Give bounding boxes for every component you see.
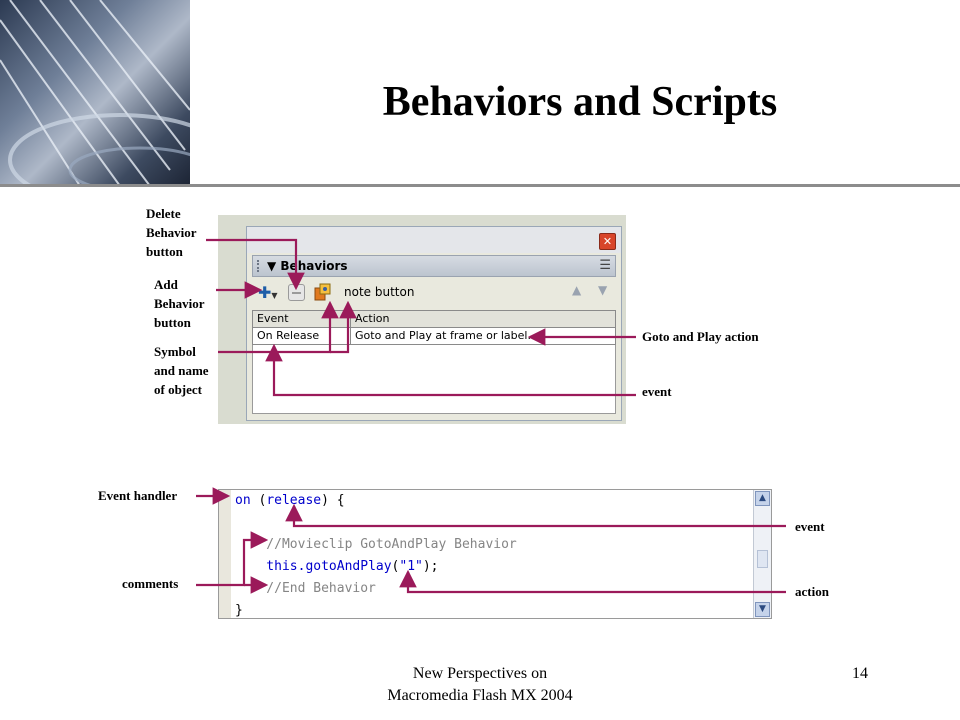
label-comments: comments [122,576,179,591]
label-event-top: event [642,384,672,399]
panel-window-bar: ✕ [247,227,621,253]
label-event-handler: Event handler [98,488,178,503]
label-add-behavior-button: Add Behavior button [154,277,205,330]
scroll-down-icon[interactable]: ▼ [755,602,770,617]
slide-title: Behaviors and Scripts [382,79,778,125]
scroll-up-icon[interactable]: ▲ [755,491,770,506]
header-photo [0,0,190,186]
code-line[interactable]: this.gotoAndPlay("1"); [235,556,517,578]
footer-line-2: Macromedia Flash MX 2004 [387,687,573,704]
footer-text: New Perspectives on Macromedia Flash MX … [330,663,630,707]
vertical-scrollbar[interactable]: ▲ ▼ [753,490,771,618]
code-token: this. [235,559,306,574]
code-token: //Movieclip GotoAndPlay Behavior [235,537,517,552]
code-token: gotoAndPlay [305,559,392,574]
script-code[interactable]: on (release) { //Movieclip GotoAndPlay B… [235,490,517,622]
action-cell[interactable]: Goto and Play at frame or label... [350,327,616,345]
script-pane[interactable]: on (release) { //Movieclip GotoAndPlay B… [218,489,772,619]
header-rule [0,184,960,187]
code-token: ); [422,559,439,574]
label-event-bottom: event [795,519,825,534]
code-line[interactable]: //Movieclip GotoAndPlay Behavior [235,534,517,556]
code-token: ( [391,559,400,574]
script-gutter [219,490,231,618]
scroll-thumb[interactable] [757,550,768,568]
label-symbol-and-name: Symbol and name of object [154,344,209,397]
code-token: //End Behavior [235,581,376,596]
label-goto-and-play-action: Goto and Play action [642,329,759,344]
behaviors-title-text: Behaviors [280,259,348,273]
event-cell[interactable]: On Release [252,327,351,345]
code-token: ) { [321,493,345,508]
code-line[interactable]: on (release) { [235,490,517,512]
grip-icon[interactable] [257,260,265,272]
column-header-action[interactable]: Action [350,310,616,328]
code-line[interactable]: //End Behavior [235,578,517,600]
add-behavior-button[interactable]: ✚▼ [258,283,278,302]
footer-line-1: New Perspectives on [412,665,548,682]
delete-behavior-button[interactable] [288,284,305,301]
symbol-name: note button [344,285,415,299]
options-menu-icon[interactable]: ☰ [599,258,611,273]
code-token: on [235,493,251,508]
code-token: release [266,493,322,508]
behaviors-title-bar[interactable]: ▼ Behaviors ☰ [252,255,616,277]
behaviors-toolbar: ✚▼ note button ▲ ▼ [252,279,616,307]
code-line[interactable] [235,512,517,534]
behaviors-panel: ✕ ▼ Behaviors ☰ ✚▼ note button ▲ ▼ Event… [246,226,622,421]
code-token: } [235,603,243,618]
code-line[interactable]: } [235,600,517,622]
code-token: ( [250,493,267,508]
label-delete-behavior-button: Delete Behavior button [146,206,197,259]
close-icon[interactable]: ✕ [599,233,616,250]
page-number: 14 [852,665,868,682]
behaviors-table: Event Action On Release Goto and Play at… [252,310,616,345]
move-up-icon[interactable]: ▲ [572,283,582,297]
code-token: "1" [399,559,423,574]
label-action: action [795,584,829,599]
column-header-event[interactable]: Event [252,310,351,328]
behaviors-title: ▼ Behaviors [267,259,348,273]
table-row[interactable]: On Release Goto and Play at frame or lab… [252,327,616,345]
move-down-icon[interactable]: ▼ [598,283,608,297]
button-symbol-icon [314,283,331,301]
